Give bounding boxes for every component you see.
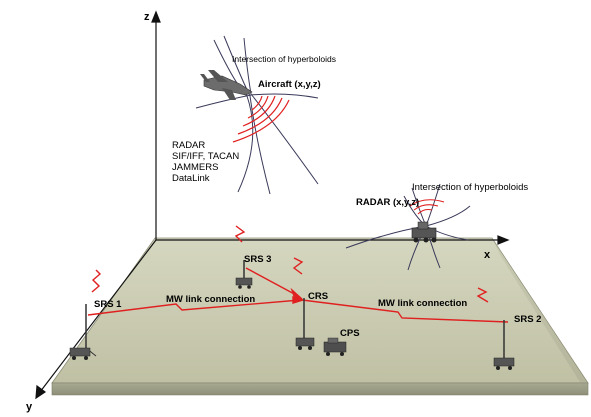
signal-bolts bbox=[91, 225, 489, 303]
aircraft-label: Aircraft (x,y,z) bbox=[258, 79, 321, 90]
emitter-type-sif-iff-tacan: SIF/IFF, TACAN bbox=[172, 151, 239, 162]
mw-links bbox=[87, 267, 509, 323]
station-srs1-icon bbox=[69, 304, 97, 360]
station-cps-icon bbox=[323, 337, 347, 356]
z-axis-label: z bbox=[144, 11, 150, 23]
emitter-type-datalink: DataLink bbox=[172, 173, 210, 184]
link-srs3-crs-arrowhead bbox=[290, 287, 303, 300]
signal-bolt-srs1 bbox=[91, 269, 102, 293]
y-axis-label: y bbox=[26, 401, 33, 413]
emitter-type-jammers: JAMMERS bbox=[172, 162, 218, 173]
ground-plane bbox=[51, 237, 589, 396]
mw-link-left-label: MW link connection bbox=[166, 294, 255, 305]
station-crs-icon bbox=[295, 298, 315, 350]
aircraft-icon bbox=[200, 70, 253, 100]
station-cps-label: CPS bbox=[340, 328, 360, 339]
station-crs-label: CRS bbox=[308, 291, 328, 302]
aircraft-hyperboloids-label: Intersection of hyperboloids bbox=[232, 54, 336, 64]
station-srs3-icon bbox=[235, 260, 253, 289]
axes bbox=[35, 10, 510, 400]
radar-hyperboloids-label: Intersection of hyperboloids bbox=[412, 182, 528, 193]
emitter-types-list: RADAR SIF/IFF, TACAN JAMMERS DataLink bbox=[172, 140, 239, 184]
radar-vehicle-icon bbox=[411, 221, 437, 243]
link-crs-srs2 bbox=[301, 299, 509, 323]
link-srs1-crs bbox=[87, 299, 301, 316]
station-srs2-label: SRS 2 bbox=[514, 314, 541, 325]
link-srs1-crs-arrowhead bbox=[292, 296, 306, 304]
z-axis-arrowhead bbox=[151, 10, 161, 23]
link-srs3-crs bbox=[245, 267, 299, 297]
emitter-type-radar: RADAR bbox=[172, 140, 205, 151]
x-axis-arrowhead bbox=[497, 235, 510, 245]
y-axis bbox=[39, 239, 157, 393]
station-srs3-label: SRS 3 bbox=[244, 254, 271, 265]
y-axis-arrowhead bbox=[35, 384, 47, 400]
aircraft-hyperbolas bbox=[195, 35, 319, 195]
signal-bolt-crs bbox=[292, 257, 304, 275]
station-srs1-label: SRS 1 bbox=[94, 299, 122, 310]
signal-bolt-srs2 bbox=[476, 287, 489, 303]
radar-label: RADAR (x,y,z) bbox=[356, 197, 419, 208]
signal-bolt-srs3 bbox=[234, 225, 246, 243]
aircraft-emission-arcs bbox=[232, 95, 290, 143]
station-srs2-icon bbox=[493, 320, 515, 370]
x-axis-label: x bbox=[484, 249, 491, 261]
mw-link-right-label: MW link connection bbox=[378, 298, 467, 309]
radar-emission-arcs bbox=[409, 199, 445, 215]
